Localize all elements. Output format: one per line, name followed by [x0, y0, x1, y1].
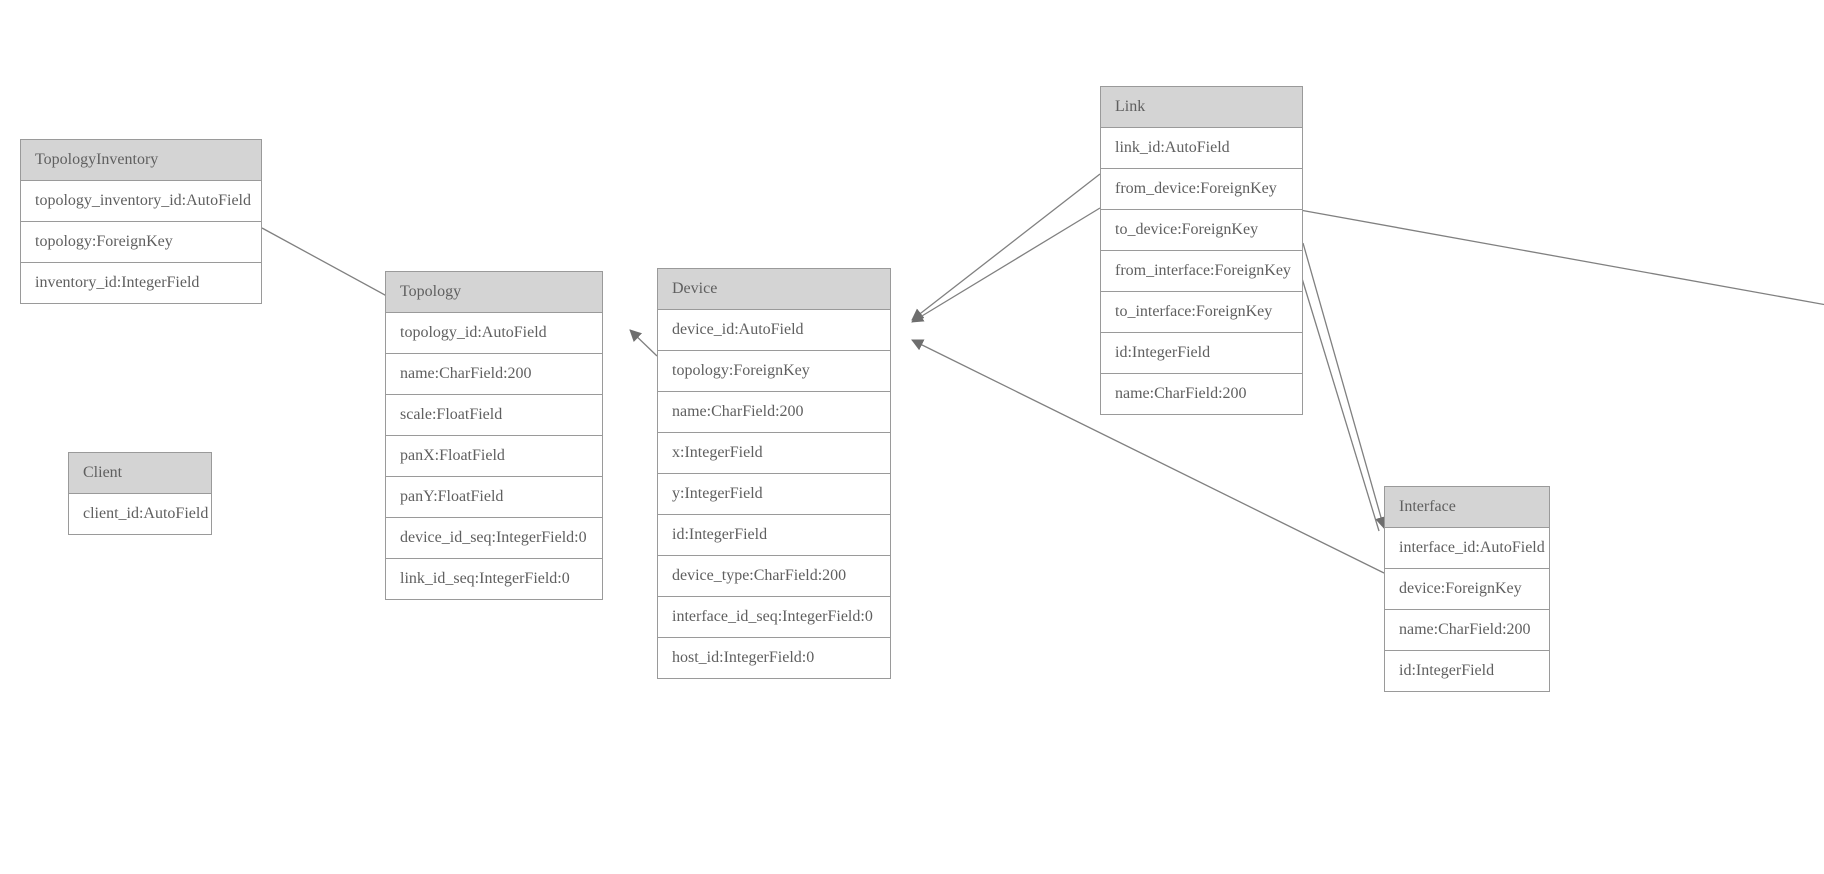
- relationship-link-from-device: [911, 173, 1824, 321]
- field-row: panX:FloatField: [386, 436, 602, 477]
- field-row: x:IntegerField: [658, 433, 890, 474]
- field-row: to_interface:ForeignKey: [1101, 292, 1302, 333]
- relationship-link-to-interface: [1296, 261, 1380, 532]
- entity-title-client: Client: [69, 453, 211, 494]
- relationship-link-to-device: [911, 207, 1101, 323]
- field-row: device_id_seq:IntegerField:0: [386, 518, 602, 559]
- field-row: to_device:ForeignKey: [1101, 210, 1302, 251]
- field-row: scale:FloatField: [386, 395, 602, 436]
- field-row: host_id:IntegerField:0: [658, 638, 890, 678]
- field-row: client_id:AutoField: [69, 494, 211, 534]
- field-row: from_device:ForeignKey: [1101, 169, 1302, 210]
- field-row: link_id:AutoField: [1101, 128, 1302, 169]
- field-row: name:CharField:200: [658, 392, 890, 433]
- field-row: id:IntegerField: [658, 515, 890, 556]
- field-row: topology_id:AutoField: [386, 313, 602, 354]
- entity-title-interface: Interface: [1385, 487, 1549, 528]
- field-row: device:ForeignKey: [1385, 569, 1549, 610]
- entity-topology[interactable]: Topology topology_id:AutoField name:Char…: [385, 271, 603, 600]
- field-row: id:IntegerField: [1385, 651, 1549, 691]
- entity-fields-topologyinventory: topology_inventory_id:AutoField topology…: [21, 181, 261, 303]
- field-row: name:CharField:200: [386, 354, 602, 395]
- field-row: name:CharField:200: [1101, 374, 1302, 414]
- entity-fields-device: device_id:AutoField topology:ForeignKey …: [658, 310, 890, 678]
- entity-fields-topology: topology_id:AutoField name:CharField:200…: [386, 313, 602, 599]
- field-row: from_interface:ForeignKey: [1101, 251, 1302, 292]
- entity-title-topology: Topology: [386, 272, 602, 313]
- entity-fields-interface: interface_id:AutoField device:ForeignKey…: [1385, 528, 1549, 691]
- field-row: id:IntegerField: [1101, 333, 1302, 374]
- entity-title-link: Link: [1101, 87, 1302, 128]
- entity-title-device: Device: [658, 269, 890, 310]
- field-row: device_type:CharField:200: [658, 556, 890, 597]
- field-row: link_id_seq:IntegerField:0: [386, 559, 602, 599]
- entity-interface[interactable]: Interface interface_id:AutoField device:…: [1384, 486, 1550, 692]
- field-row: inventory_id:IntegerField: [21, 263, 261, 303]
- entity-topologyinventory[interactable]: TopologyInventory topology_inventory_id:…: [20, 139, 262, 304]
- field-row: interface_id_seq:IntegerField:0: [658, 597, 890, 638]
- entity-title-topologyinventory: TopologyInventory: [21, 140, 261, 181]
- relationship-link-from-interface: [1302, 242, 1387, 529]
- relationship-device-topology: [629, 329, 658, 357]
- entity-device[interactable]: Device device_id:AutoField topology:Fore…: [657, 268, 891, 679]
- field-row: y:IntegerField: [658, 474, 890, 515]
- field-row: panY:FloatField: [386, 477, 602, 518]
- field-row: topology_inventory_id:AutoField: [21, 181, 261, 222]
- field-row: device_id:AutoField: [658, 310, 890, 351]
- field-row: topology:ForeignKey: [658, 351, 890, 392]
- entity-fields-link: link_id:AutoField from_device:ForeignKey…: [1101, 128, 1302, 414]
- entity-client[interactable]: Client client_id:AutoField: [68, 452, 212, 535]
- field-row: topology:ForeignKey: [21, 222, 261, 263]
- entity-link[interactable]: Link link_id:AutoField from_device:Forei…: [1100, 86, 1303, 415]
- entity-fields-client: client_id:AutoField: [69, 494, 211, 534]
- field-row: interface_id:AutoField: [1385, 528, 1549, 569]
- field-row: name:CharField:200: [1385, 610, 1549, 651]
